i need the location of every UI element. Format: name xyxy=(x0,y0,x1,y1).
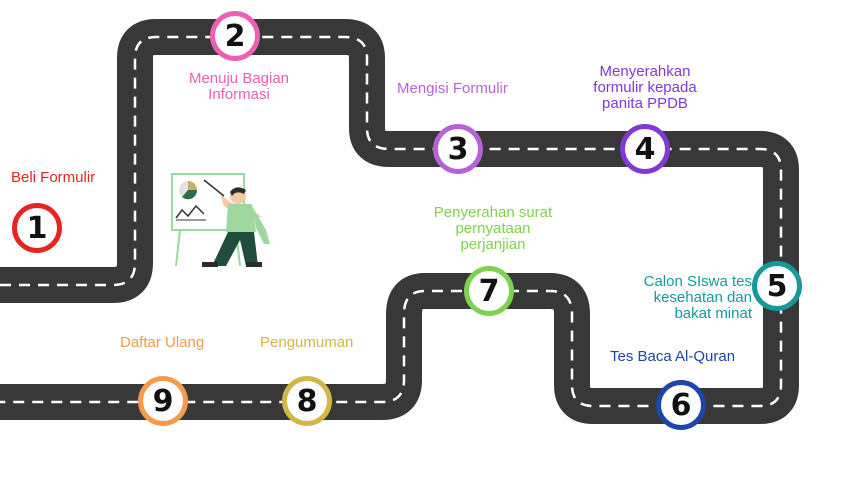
step-5-marker: 5 xyxy=(752,261,802,311)
step-5-label: Calon SIswa tes kesehatan dan bakat mina… xyxy=(643,273,752,322)
step-8-marker: 8 xyxy=(282,376,332,426)
step-4-label: Menyerahkan formulir kepada panita PPDB xyxy=(593,63,697,112)
step-7-label: Penyerahan surat pernyataan perjanjian xyxy=(433,204,553,253)
step-6-label: Tes Baca Al-Quran xyxy=(610,348,736,365)
presenter-illustration xyxy=(171,173,270,267)
step-4-marker: 4 xyxy=(620,124,670,174)
step-9-label: Daftar Ulang xyxy=(120,334,205,351)
step-3-label: Mengisi Formulir xyxy=(397,80,508,97)
step-8-label: Pengumuman xyxy=(260,334,354,351)
step-1-marker: 1 xyxy=(12,203,62,253)
step-2-label: Menuju Bagian Informasi xyxy=(188,70,290,103)
step-7-marker: 7 xyxy=(464,266,514,316)
step-9-marker: 9 xyxy=(138,376,188,426)
step-1-label: Beli Formulir xyxy=(11,169,96,186)
step-3-marker: 3 xyxy=(433,124,483,174)
step-6-marker: 6 xyxy=(656,380,706,430)
step-2-marker: 2 xyxy=(210,11,260,61)
